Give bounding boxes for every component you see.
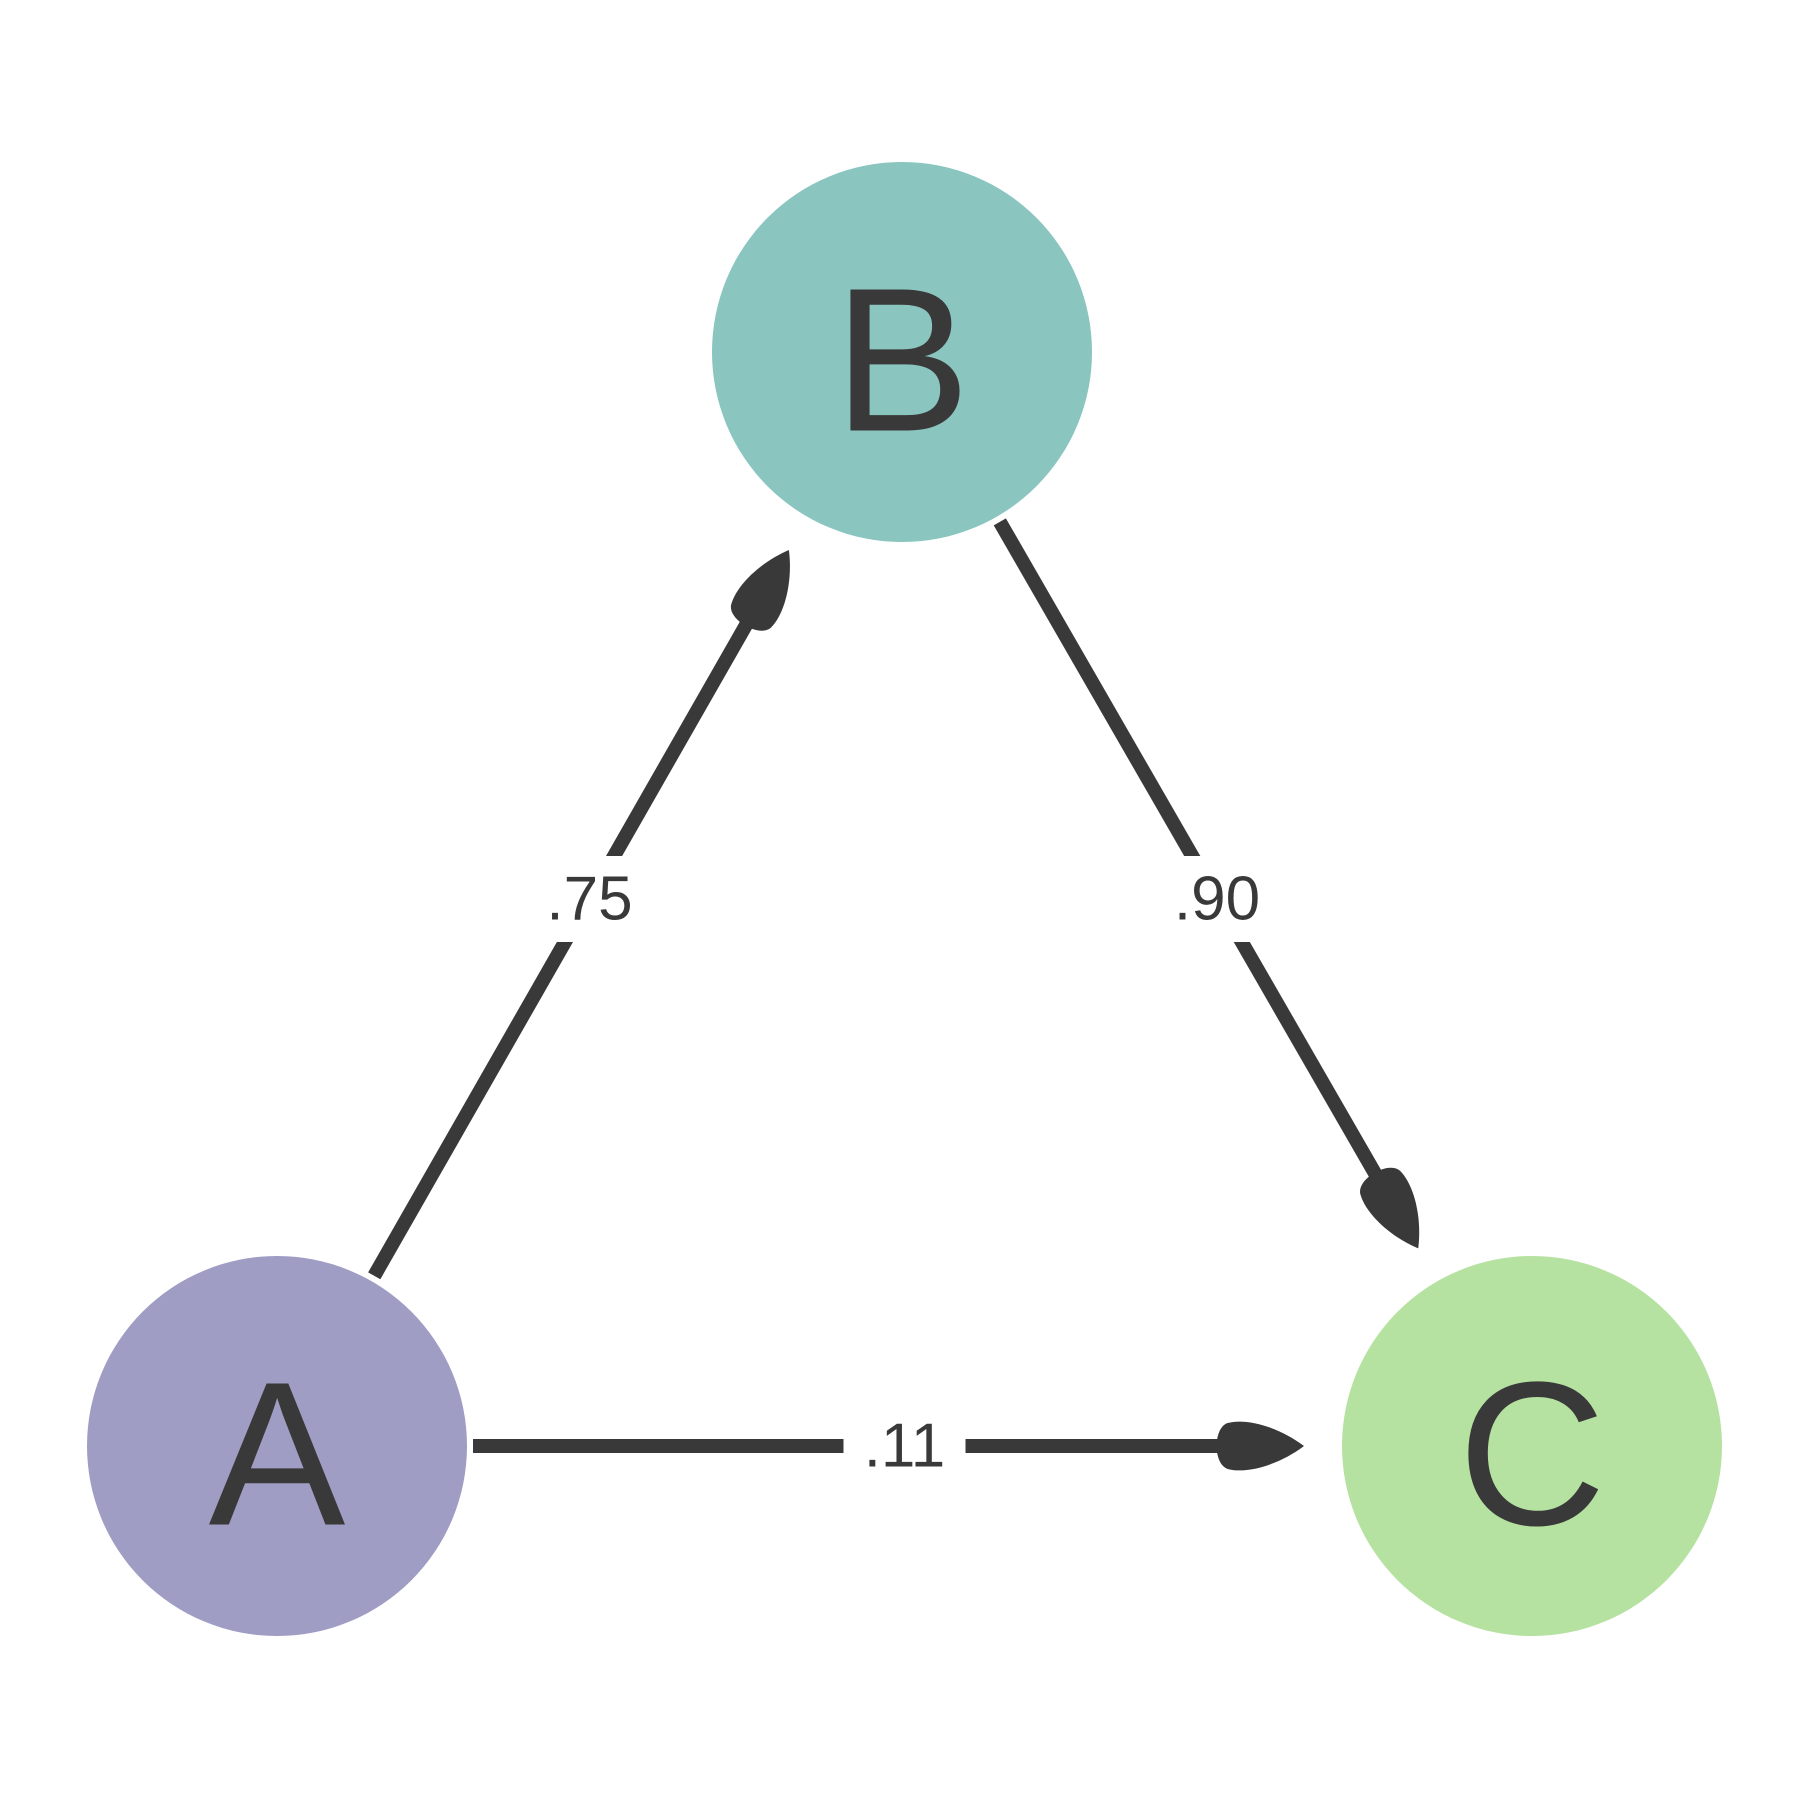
- node-label-A: A: [209, 1340, 346, 1569]
- edge-label-halo-B-C: [1156, 856, 1278, 942]
- edge-weight-label-A-B: .75: [546, 865, 632, 934]
- edge-line-A-B: [368, 619, 754, 1280]
- node-circle-C: [1342, 1256, 1722, 1636]
- arrowhead-icon-B-C: [1360, 1167, 1420, 1249]
- edge-line-B-C: [993, 518, 1383, 1180]
- edge-label-halo-A-B: [528, 856, 651, 942]
- edge-label-halo-A-C: [843, 1403, 966, 1489]
- edge-weight-label-B-C: .90: [1174, 865, 1260, 934]
- arrowhead-icon-A-C: [1216, 1421, 1304, 1471]
- node-circle-B: [712, 162, 1092, 542]
- node-label-B: B: [834, 246, 971, 475]
- node-label-C: C: [1458, 1340, 1606, 1569]
- edge-weight-label-A-C: .11: [864, 1412, 946, 1481]
- arrowhead-icon-A-B: [731, 549, 790, 631]
- node-circle-A: [87, 1256, 467, 1636]
